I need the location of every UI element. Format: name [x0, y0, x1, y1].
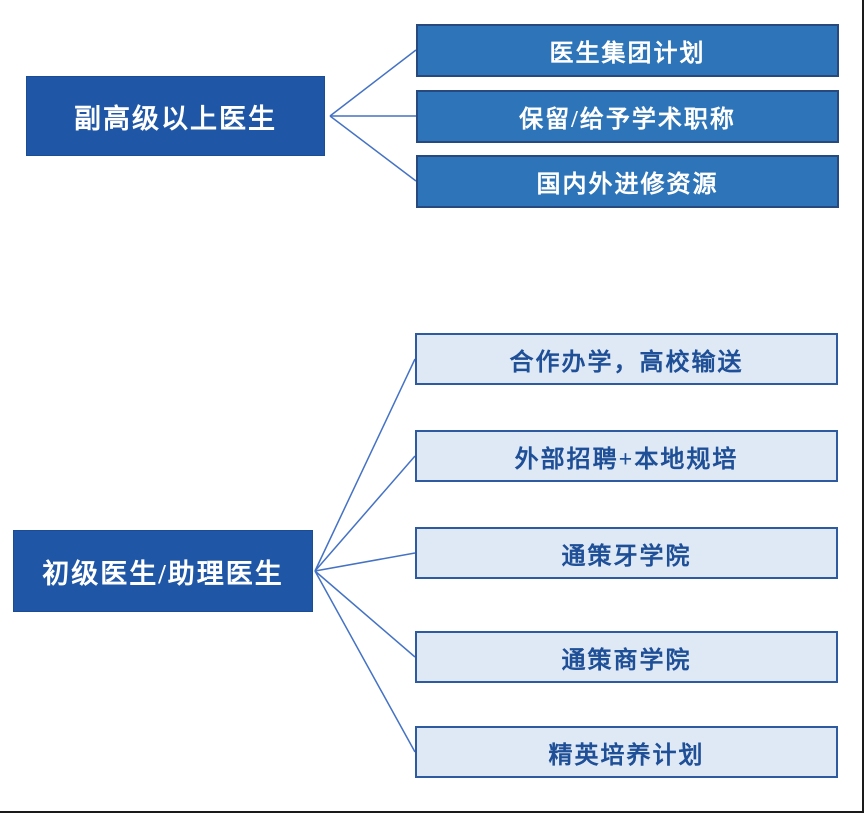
target-box-recruitment-training: 外部招聘+本地规培	[415, 430, 838, 482]
target-box-cooperative-education: 合作办学，高校输送	[415, 333, 838, 385]
connector-bottom-3	[314, 552, 416, 572]
connector-bottom-2	[314, 455, 416, 572]
target-box-training-resources: 国内外进修资源	[416, 155, 839, 208]
target-box-dental-college: 通策牙学院	[415, 527, 838, 579]
frame-border-bottom	[0, 811, 864, 813]
target-box-business-school: 通策商学院	[415, 631, 838, 683]
target-box-academic-titles: 保留/给予学术职称	[416, 90, 839, 143]
connector-bottom-4	[314, 570, 416, 658]
source-box-senior-doctors: 副高级以上医生	[26, 76, 325, 156]
target-box-doctor-group-plan: 医生集团计划	[416, 24, 839, 77]
connector-top-3	[329, 115, 417, 182]
connector-bottom-1	[314, 358, 416, 572]
source-box-junior-doctors: 初级医生/助理医生	[13, 530, 313, 612]
connector-top-1	[329, 49, 417, 117]
target-box-elite-program: 精英培养计划	[415, 726, 838, 778]
frame-border-right	[862, 0, 864, 813]
connector-bottom-5	[314, 570, 416, 753]
